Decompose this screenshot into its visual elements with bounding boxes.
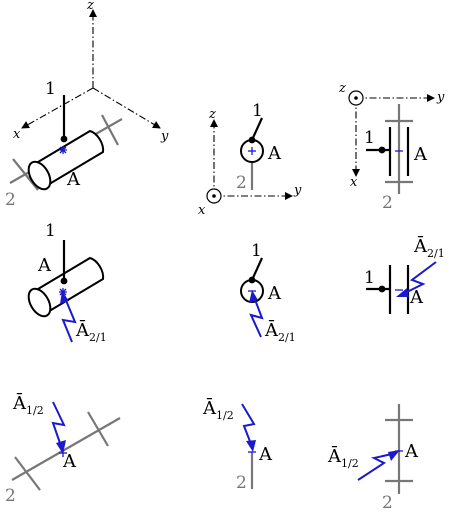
member-1-label: 1: [45, 221, 56, 241]
member-1-label: 1: [251, 241, 262, 261]
member-2-label: 2: [382, 493, 393, 512]
node-label: A: [413, 144, 428, 165]
node-label: A: [267, 143, 282, 164]
member-2-end-tick: [12, 158, 39, 191]
node-label: A: [409, 287, 424, 308]
force-arrow-a21: [396, 261, 437, 297]
joint-pin: [378, 285, 386, 293]
node-marker: [248, 147, 256, 155]
z-axis-label: z: [208, 107, 216, 122]
panel-side-view-member2: 2 A Ā1/2: [202, 396, 273, 493]
node-marker: [59, 146, 67, 154]
panel-top-view-member1: 1 A Ā2/1: [364, 234, 445, 314]
joint-cylinder: [27, 256, 105, 318]
node-label: A: [62, 451, 77, 472]
panel-top-view-member2: 2 A Ā1/2: [327, 404, 419, 512]
force-label-a21: Ā2/1: [413, 234, 445, 260]
x-axis-label: x: [198, 203, 206, 218]
axis-system-xy: z y x: [338, 81, 445, 190]
joint-pin: [60, 277, 68, 285]
panel-side-view-full: z y x 1 2 A: [198, 101, 302, 218]
member-2-label: 2: [236, 173, 247, 193]
force-arrow-a12: [357, 450, 400, 481]
force-arrow-a12: [51, 401, 66, 454]
panel-side-view-member1: 1 A Ā2/1: [240, 241, 296, 344]
node-marker: [59, 449, 67, 457]
panel-isometric-member2: 2 A Ā1/2: [5, 391, 121, 506]
x-axis-dot: [212, 194, 216, 198]
node-label: A: [404, 441, 419, 462]
panel-isometric-full: z x y 1 2 A: [5, 0, 169, 210]
x-axis: [21, 87, 94, 129]
member-1-label: 1: [364, 268, 375, 288]
member-2-label: 2: [382, 193, 393, 213]
joint-pin: [248, 276, 256, 284]
member-2-end-tick: [87, 411, 109, 447]
force-label-a21: Ā2/1: [264, 318, 296, 344]
member-1-label: 1: [364, 128, 375, 148]
force-label-a12: Ā1/2: [202, 396, 234, 422]
z-axis-dot: [354, 96, 358, 100]
force-arrow-a21: [249, 290, 264, 338]
panel-isometric-member1: 1 A Ā2/1: [27, 221, 107, 344]
member-1-label: 1: [45, 79, 56, 99]
member-2-label: 2: [236, 473, 247, 493]
member-2-bar: [11, 417, 121, 481]
y-axis-label: y: [436, 90, 445, 105]
force-label-a12: Ā1/2: [327, 444, 359, 470]
node-label: A: [267, 283, 282, 304]
node-label: A: [66, 169, 81, 190]
member-2-label: 2: [5, 190, 16, 210]
node-marker: [59, 288, 67, 296]
member-2-label: 2: [5, 486, 16, 506]
force-arrow-a12: [241, 403, 256, 452]
joint-pin: [378, 146, 386, 154]
joint-pin: [60, 135, 68, 143]
joint-pin: [248, 136, 256, 144]
force-arrow-a21: [60, 291, 77, 343]
x-axis-label: x: [350, 175, 358, 190]
node-label: A: [258, 444, 273, 465]
member-2-end-tick: [14, 456, 41, 491]
member-2-end-tick: [101, 114, 119, 146]
x-axis-label: x: [13, 127, 21, 142]
y-axis-label: y: [160, 129, 169, 144]
z-axis-label: z: [338, 81, 346, 96]
z-axis-label: z: [86, 0, 94, 13]
axis-system-3d: z x y: [13, 0, 169, 144]
panel-top-view-full: z y x 1 2 A: [338, 81, 445, 213]
joint-cylinder: [27, 129, 105, 191]
y-axis: [92, 87, 161, 129]
force-label-a12: Ā1/2: [12, 391, 44, 417]
axis-system-yz: z y x: [198, 107, 302, 218]
force-label-a21: Ā2/1: [75, 318, 107, 344]
member-1-bar: [250, 257, 264, 281]
member-1-bar: [250, 117, 264, 141]
node-label: A: [37, 255, 52, 276]
y-axis-label: y: [293, 183, 302, 198]
member-1-label: 1: [252, 101, 263, 121]
